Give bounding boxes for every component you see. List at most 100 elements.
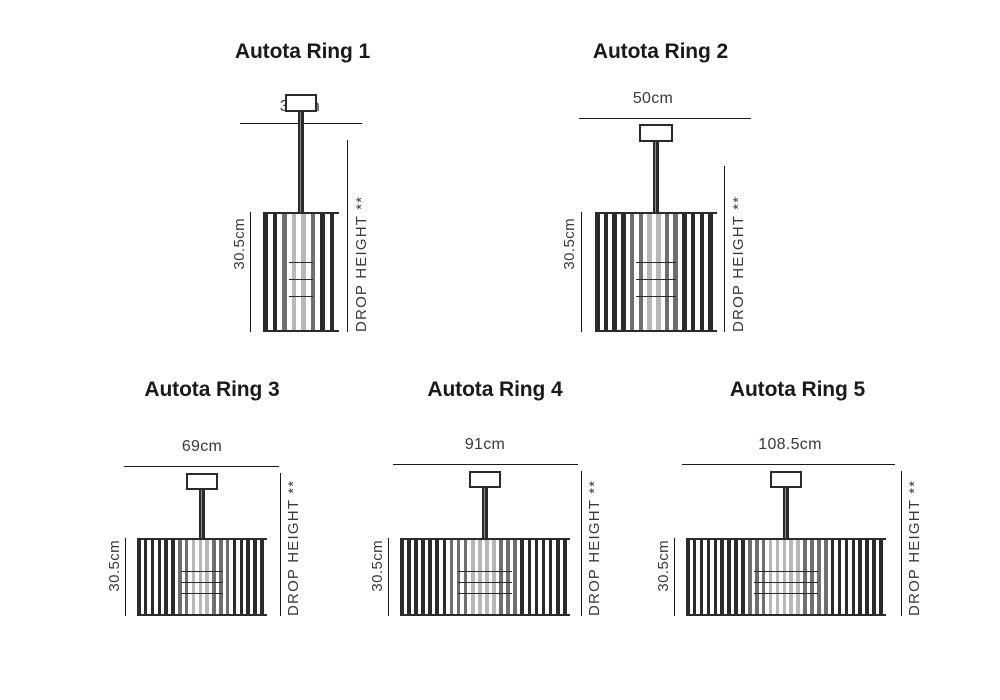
shade-slat <box>612 212 617 332</box>
fixture-title: Autota Ring 3 <box>144 378 280 401</box>
shade-slat <box>477 538 482 616</box>
drop-rod <box>783 488 789 587</box>
shade-slat <box>513 538 517 616</box>
shade-slat <box>253 538 257 616</box>
width-dimension-label: 91cm <box>464 436 506 453</box>
shade-inner-tick <box>457 570 513 572</box>
shade-bottom-rim <box>400 614 570 616</box>
shade-slat <box>301 212 306 332</box>
shade-slat <box>414 538 418 616</box>
shade-slat <box>428 538 432 616</box>
shade-slat <box>796 538 800 616</box>
shade-inner-tick <box>754 581 818 583</box>
shade-slat <box>810 538 814 616</box>
shade-bottom-rim <box>595 330 717 332</box>
shade-slat <box>164 538 168 616</box>
shade-slat <box>865 538 869 616</box>
shade-slat <box>548 538 553 616</box>
drop-height-line <box>901 471 902 616</box>
shade-top-rim <box>263 212 339 214</box>
width-dimension-line <box>393 464 578 465</box>
drop-rod-highlight <box>484 488 485 587</box>
drop-height-label: DROP HEIGHT ** <box>586 479 603 616</box>
shade-inner-tick <box>636 279 676 281</box>
shade-slat <box>837 538 842 616</box>
shade-slat <box>407 538 411 616</box>
shade-slat <box>673 212 678 332</box>
shade-slat <box>803 538 807 616</box>
shade-slat <box>463 538 468 616</box>
height-dimension-line <box>581 212 582 332</box>
shade-slat <box>246 538 251 616</box>
shade-slat <box>191 538 196 616</box>
shade-slat <box>706 538 711 616</box>
shade-slat <box>499 538 503 616</box>
drop-height-line <box>724 166 725 332</box>
shade-slat <box>629 212 635 332</box>
shade-slat <box>282 212 287 332</box>
shade-slat <box>872 538 876 616</box>
shade-slat <box>768 538 773 616</box>
shade-slat <box>239 538 244 616</box>
lamp-shade <box>686 538 886 616</box>
shade-slat <box>699 212 705 332</box>
shade-slat <box>137 538 141 616</box>
shade-slat <box>178 538 182 616</box>
shade-slat <box>621 212 626 332</box>
shade-slat <box>320 212 325 332</box>
shade-inner-tick <box>181 570 223 572</box>
width-dimension-line <box>579 118 751 119</box>
height-dimension-label: 30.5cm <box>369 540 386 592</box>
shade-slat <box>603 212 609 332</box>
height-dimension-label: 30.5cm <box>231 218 248 270</box>
fixture-title: Autota Ring 2 <box>592 40 729 63</box>
shade-slat <box>789 538 794 616</box>
shade-slat <box>647 212 652 332</box>
drop-height-label: DROP HEIGHT ** <box>353 195 370 332</box>
shade-slat <box>541 538 546 616</box>
shade-slat <box>858 538 862 616</box>
shade-inner-tick <box>181 581 223 583</box>
width-dimension-label: 108.5cm <box>758 436 822 453</box>
drop-rod <box>482 488 488 587</box>
ceiling-canopy <box>639 124 673 142</box>
shade-slat <box>830 538 835 616</box>
shade-slat <box>225 538 230 616</box>
shade-slat <box>555 538 560 616</box>
shade-slat <box>656 212 661 332</box>
shade-slat <box>150 538 155 616</box>
shade-slat <box>263 212 268 332</box>
height-dimension-line <box>674 538 675 616</box>
shade-slat <box>664 212 670 332</box>
shade-slat <box>534 538 539 616</box>
shade-slat <box>492 538 496 616</box>
shade-inner-tick <box>754 570 818 572</box>
shade-bottom-rim <box>137 614 267 616</box>
shade-slat <box>734 538 738 616</box>
drop-rod-highlight <box>785 488 786 587</box>
shade-inner-tick <box>181 592 223 594</box>
shade-slat <box>520 538 525 616</box>
drop-height-line <box>347 140 348 332</box>
shade-slat <box>699 538 704 616</box>
shade-inner-tick <box>457 581 513 583</box>
width-dimension-label: 69cm <box>181 438 223 455</box>
drop-height-label: DROP HEIGHT ** <box>906 479 923 616</box>
ceiling-canopy <box>770 471 802 488</box>
shade-slat <box>782 538 787 616</box>
shade-slat <box>212 538 216 616</box>
shade-slat <box>470 538 475 616</box>
shade-slat <box>157 538 162 616</box>
shade-slat <box>817 538 821 616</box>
height-dimension-line <box>250 212 251 332</box>
shade-slat <box>727 538 731 616</box>
width-dimension-line <box>682 464 895 465</box>
shade-slat <box>851 538 856 616</box>
shade-bottom-rim <box>686 614 886 616</box>
shade-slat <box>485 538 489 616</box>
height-dimension-label: 30.5cm <box>561 218 578 270</box>
